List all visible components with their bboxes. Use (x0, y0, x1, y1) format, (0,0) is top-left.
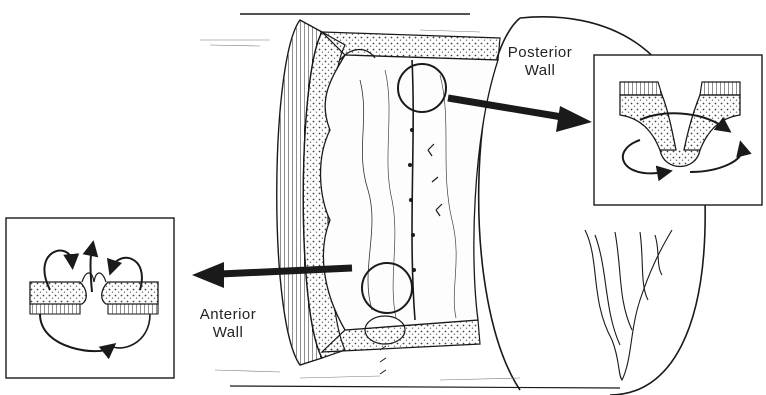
posterior-wall-label: Posterior Wall (500, 44, 580, 80)
anterior-label-line2: Wall (188, 324, 268, 342)
bowel-wall-section (277, 20, 500, 374)
anterior-wall-label: Anterior Wall (188, 306, 268, 342)
posterior-label-line1: Posterior (500, 44, 580, 62)
anterior-label-line1: Anterior (188, 306, 268, 324)
lumen-mass (585, 230, 672, 380)
anterior-wall-inset (6, 218, 174, 378)
posterior-label-line2: Wall (500, 62, 580, 80)
posterior-wall-inset (594, 55, 762, 205)
